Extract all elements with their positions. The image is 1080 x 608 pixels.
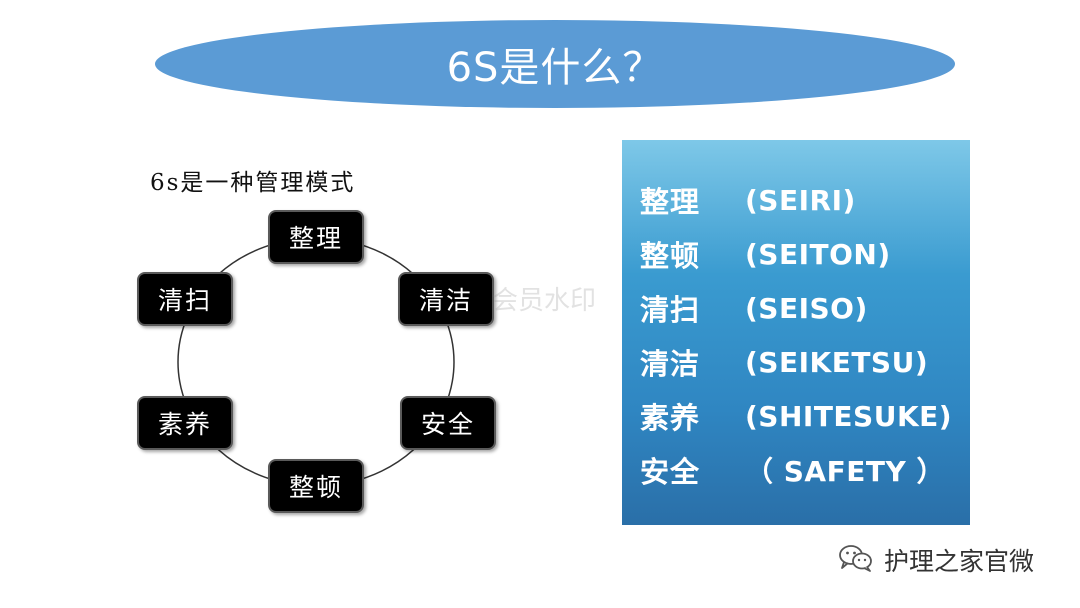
definition-row: 素养 (SHITESUKE) (622, 389, 970, 443)
definitions-panel: 整理 (SEIRI) 整顿 (SEITON) 清扫 (SEISO) 清洁 (SE… (622, 140, 970, 525)
diagram-subtitle: 6s是一种管理模式 (150, 170, 356, 196)
definition-en: （ SAFETY ） (745, 455, 945, 488)
wechat-icon (838, 543, 874, 577)
definition-zh: 素养 (640, 401, 701, 435)
title-banner: 6S是什么？ (155, 20, 955, 108)
page-title: 6S是什么？ (446, 45, 664, 91)
definition-row: 清扫 (SEISO) (622, 281, 970, 335)
definition-zh: 整顿 (640, 239, 701, 273)
node-bottom: 整顿 (268, 459, 364, 513)
definition-en: (SEISO) (745, 291, 868, 325)
definition-en: (SHITESUKE) (745, 399, 953, 433)
definition-zh: 安全 (640, 455, 701, 489)
node-upper-left: 清扫 (137, 272, 233, 326)
definition-en: (SEIKETSU) (745, 345, 929, 379)
definition-row: 清洁 (SEIKETSU) (622, 335, 970, 389)
definition-row: 整顿 (SEITON) (622, 227, 970, 281)
definition-zh: 清扫 (640, 293, 701, 327)
definition-en: (SEIRI) (745, 183, 856, 217)
definition-zh: 整理 (640, 185, 701, 219)
watermark: 会员水印 (492, 286, 597, 316)
definition-row: 整理 (SEIRI) (622, 173, 970, 227)
definition-en: (SEITON) (745, 237, 891, 271)
node-upper-right: 清洁 (398, 272, 494, 326)
node-lower-right: 安全 (400, 396, 496, 450)
footer-account: 护理之家官微 (838, 540, 1034, 580)
definition-row: 安全 （ SAFETY ） (622, 443, 970, 497)
definition-zh: 清洁 (640, 347, 701, 381)
footer-text: 护理之家官微 (884, 547, 1035, 576)
node-lower-left: 素养 (137, 396, 233, 450)
node-top: 整理 (268, 210, 364, 264)
